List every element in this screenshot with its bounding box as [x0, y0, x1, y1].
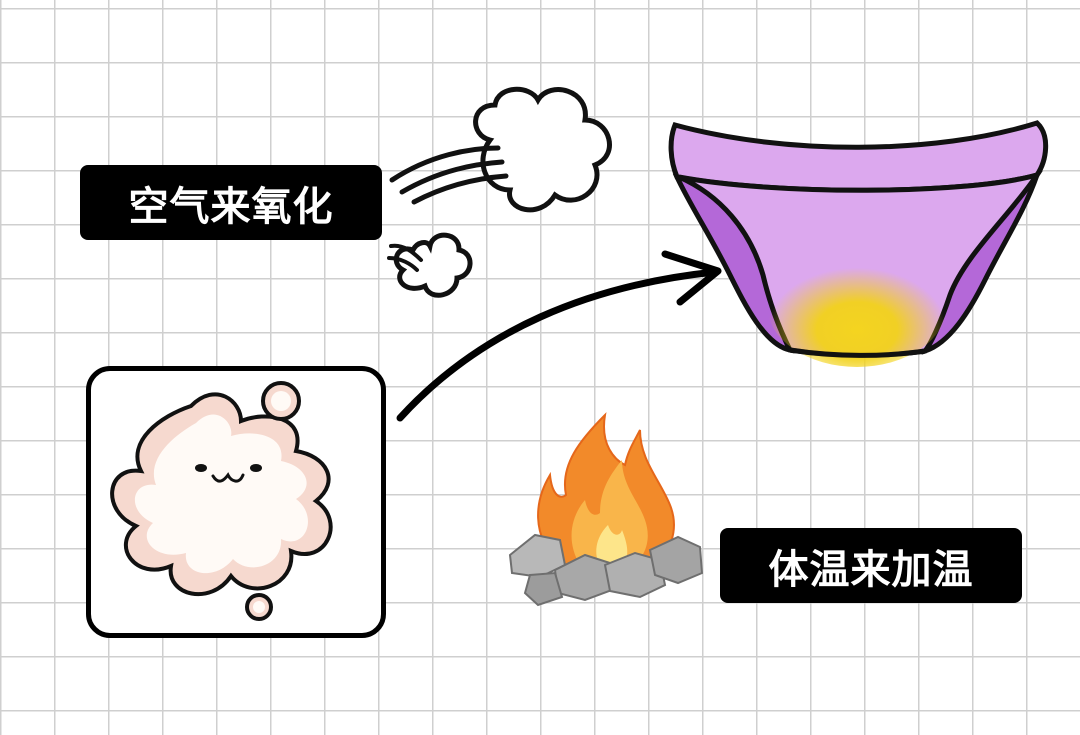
oxidation-label: 空气来氧化 [80, 165, 382, 240]
stain-blob-icon [110, 381, 333, 621]
heat-label: 体温来加温 [720, 528, 1022, 603]
wind-gust-icon [389, 86, 612, 213]
stain-card [86, 366, 386, 638]
oxidation-label-text: 空气来氧化 [128, 183, 334, 230]
small-cloud-icon [387, 232, 473, 298]
heat-label-text: 体温来加温 [768, 546, 974, 593]
campfire-icon [508, 412, 704, 607]
arrow-icon [396, 250, 722, 422]
underwear-icon [668, 120, 1049, 367]
